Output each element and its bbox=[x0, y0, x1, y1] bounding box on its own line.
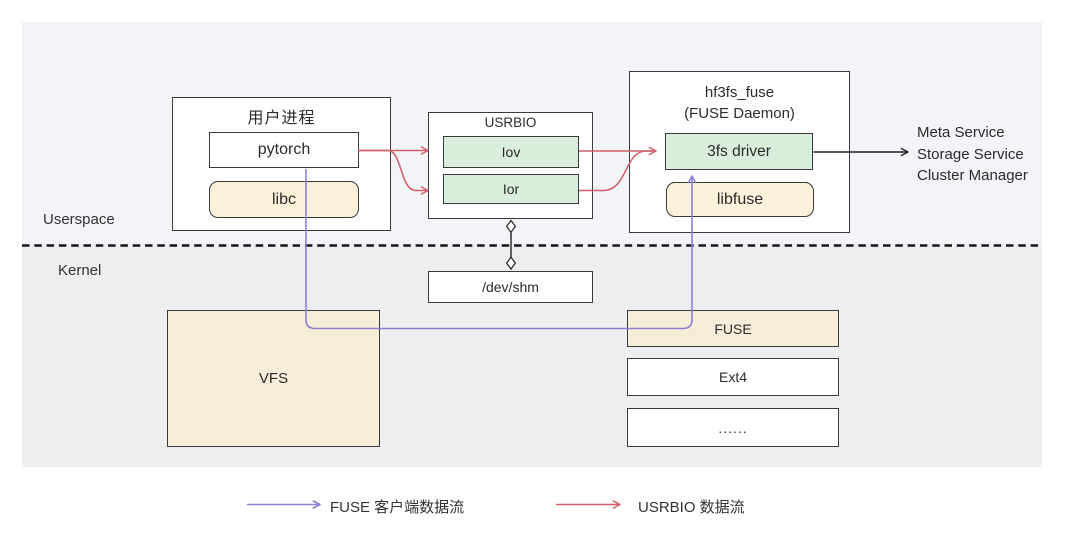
meta-service-label: Meta Service bbox=[917, 124, 1005, 141]
hf3fs-title-line2: (FUSE Daemon) bbox=[684, 105, 795, 122]
ior-box: Ior bbox=[443, 174, 579, 204]
usrbio-title: USRBIO bbox=[484, 115, 537, 130]
user-process-title: 用户进程 bbox=[247, 110, 316, 127]
libfuse-box: libfuse bbox=[666, 182, 814, 217]
dev-shm-box: /dev/shm bbox=[428, 271, 593, 303]
cluster-manager-label: Cluster Manager bbox=[917, 167, 1028, 184]
3fs-driver-box: 3fs driver bbox=[665, 133, 813, 170]
kernel-label: Kernel bbox=[58, 262, 102, 279]
userspace-label: Userspace bbox=[43, 211, 115, 228]
external-services-label: Meta Service Storage Service Cluster Man… bbox=[917, 122, 1028, 187]
pytorch-box: pytorch bbox=[209, 132, 359, 168]
other-fs-box: ...... bbox=[627, 408, 839, 447]
legend-usrbio-flow-label: USRBIO 数据流 bbox=[638, 499, 745, 516]
storage-service-label: Storage Service bbox=[917, 145, 1024, 163]
hf3fs-title-line1: hf3fs_fuse bbox=[704, 84, 775, 101]
legend-fuse-flow-label: FUSE 客户端数据流 bbox=[330, 499, 465, 516]
ext4-box: Ext4 bbox=[627, 358, 839, 396]
libc-box: libc bbox=[209, 181, 359, 218]
hf3fs-fuse-title: hf3fs_fuse (FUSE Daemon) bbox=[629, 82, 850, 124]
vfs-box: VFS bbox=[167, 310, 380, 447]
fuse-kernel-box: FUSE bbox=[627, 310, 839, 347]
iov-box: Iov bbox=[443, 136, 579, 168]
